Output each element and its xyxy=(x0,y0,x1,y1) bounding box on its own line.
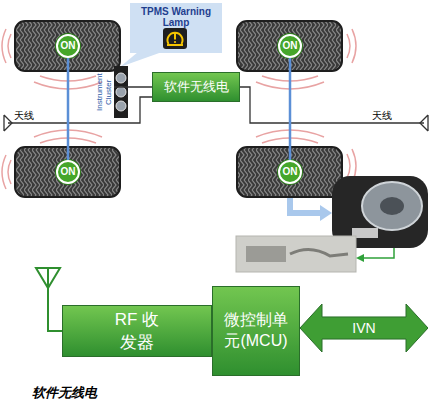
tpms-symbol xyxy=(167,44,183,46)
radio-wave xyxy=(8,34,11,58)
wheel-rim xyxy=(362,182,422,230)
radio-wave xyxy=(8,160,11,184)
warning-lamp-icon xyxy=(163,28,187,49)
tire xyxy=(15,21,120,71)
transceiver-box: RF 收发器 xyxy=(62,305,212,357)
node-text: RF 收发器 xyxy=(107,308,167,354)
sensor-antenna xyxy=(290,249,348,256)
connector-line xyxy=(114,86,152,87)
instrument-cluster: Instrument Cluster xyxy=(94,66,114,118)
antenna-wire xyxy=(240,87,424,123)
pointer-arrow xyxy=(290,198,322,213)
node-text: ON xyxy=(283,167,298,177)
antenna-symbol xyxy=(4,115,12,131)
node-text: ON xyxy=(61,167,76,177)
node-text: ON xyxy=(283,41,298,51)
antenna-symbol xyxy=(420,115,428,131)
antenna-wire xyxy=(8,97,152,123)
radio-wave xyxy=(347,154,350,178)
connector-line xyxy=(67,58,70,160)
tire xyxy=(237,147,342,197)
antenna-label: 天线 xyxy=(372,109,392,123)
bus-arrow: IVN xyxy=(300,304,428,352)
connector-line xyxy=(289,58,292,160)
sensor-chip xyxy=(246,246,286,262)
cluster-panel xyxy=(114,66,128,118)
radio-wave xyxy=(262,138,318,143)
radio-wave xyxy=(256,130,324,137)
radio-wave xyxy=(34,82,102,89)
radio-wave xyxy=(256,82,324,89)
radio-wave xyxy=(40,138,96,143)
pointer-arrow xyxy=(362,248,394,258)
sensor-photo xyxy=(236,236,356,272)
mcu-box: 微控制单元(MCU) xyxy=(212,286,300,376)
radio-wave xyxy=(2,155,6,189)
node-text: TPMS Warning Lamp xyxy=(134,6,218,28)
node-text: Instrument Cluster xyxy=(95,66,113,118)
callout-pointer xyxy=(120,52,162,67)
radio-wave xyxy=(352,29,356,63)
radio-box: 软件无线电 xyxy=(152,72,240,102)
antenna-wire xyxy=(48,268,62,331)
warning-lamp-box: TPMS Warning Lamp xyxy=(130,3,222,53)
node-text: 微控制单元(MCU) xyxy=(220,310,292,352)
radio-wave xyxy=(34,130,102,137)
arrow-head xyxy=(320,205,332,221)
antenna-label: 天线 xyxy=(14,109,34,123)
radio-wave xyxy=(40,76,96,81)
gauge xyxy=(116,87,126,97)
wheel-hub xyxy=(380,197,404,215)
tpms-symbol xyxy=(174,33,176,40)
sensor-logo: ON xyxy=(56,160,80,184)
double-arrow-shape xyxy=(300,304,428,352)
tire xyxy=(237,21,342,71)
radio-wave xyxy=(2,29,6,63)
node-text: IVN xyxy=(352,320,375,336)
tpms-symbol xyxy=(174,41,176,43)
figure-caption: 软件无线电 xyxy=(32,384,97,402)
sensor-logo: ON xyxy=(56,34,80,58)
tire xyxy=(15,147,120,197)
sensor-logo: ON xyxy=(278,34,302,58)
tpms-symbol xyxy=(168,33,183,44)
radio-wave xyxy=(262,76,318,81)
node-text: ON xyxy=(61,41,76,51)
gauge xyxy=(116,101,126,111)
arrow-head xyxy=(356,254,364,262)
node-text: 软件无线电 xyxy=(164,78,229,96)
sensor-logo: ON xyxy=(278,160,302,184)
gauge xyxy=(116,73,126,83)
radio-wave xyxy=(347,34,350,58)
